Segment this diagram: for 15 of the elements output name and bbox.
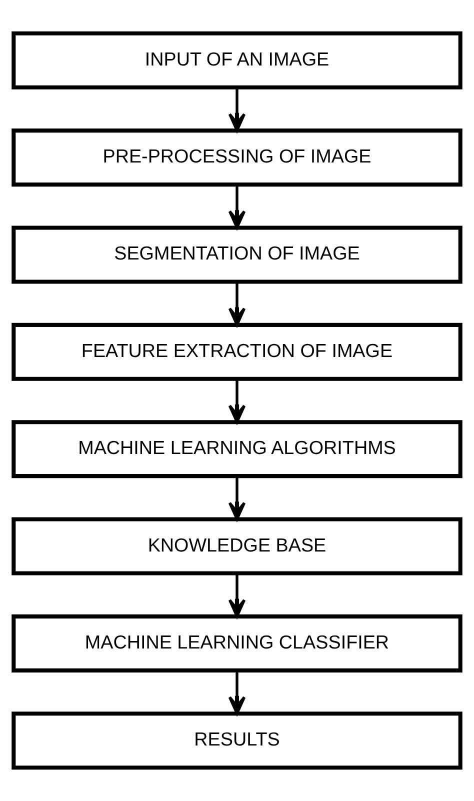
node-box: INPUT OF AN IMAGE [12,31,462,90]
arrow [228,184,246,229]
node-box: PRE-PROCESSING OF IMAGE [12,128,462,187]
arrow [228,379,246,424]
arrow [228,573,246,618]
arrow [228,282,246,326]
arrow [228,88,246,132]
node-box: MACHINE LEARNING ALGORITHMS [12,420,462,478]
node-box: RESULTS [12,712,462,770]
arrow [228,670,246,715]
node-box: FEATURE EXTRACTION OF IMAGE [12,322,462,381]
arrow [228,476,246,520]
node-box: MACHINE LEARNING CLASSIFIER [12,614,462,672]
node-box: SEGMENTATION OF IMAGE [12,226,462,284]
node-box: KNOWLEDGE BASE [12,517,462,576]
